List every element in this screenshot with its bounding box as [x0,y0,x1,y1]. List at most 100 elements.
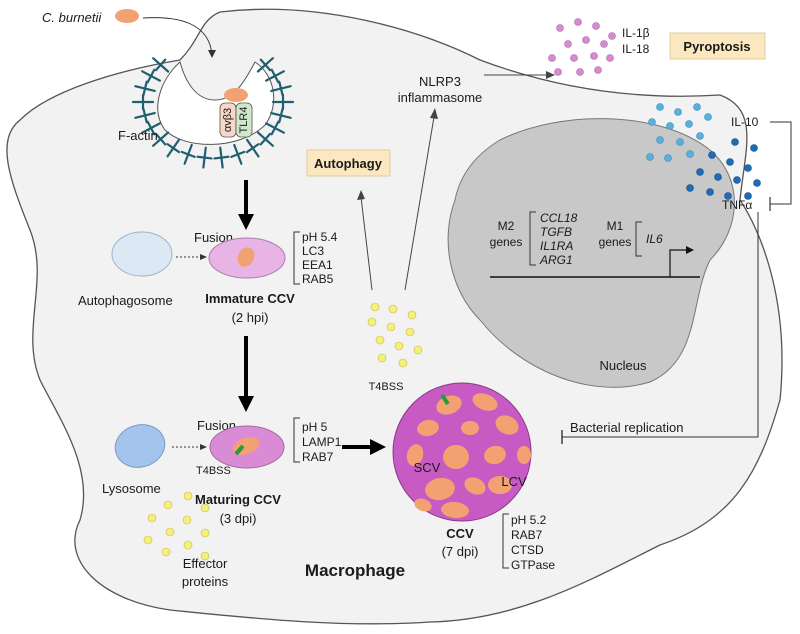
coxiella-bacterium [488,476,512,494]
particle [724,192,732,200]
actin-filament [213,155,230,160]
m1-label-1: M1 [607,219,624,233]
particle [696,168,704,176]
particle [367,317,377,327]
ccv-time-label: (7 dpi) [442,544,479,559]
particle [200,503,210,513]
t4bss-ccv [440,393,450,406]
autophagy-label: Autophagy [314,156,383,171]
particle [592,22,600,30]
particle [706,188,714,196]
m1-bracket [635,221,642,257]
particle [143,535,153,545]
marker-item: pH 5.2 [511,513,547,527]
marker-item: pH 5.4 [302,230,338,244]
bracket-ccv [502,513,509,569]
marker-item: RAB7 [302,450,334,464]
particle [165,527,175,537]
particle [413,345,423,355]
nlrp3-label-1: NLRP3 [419,74,461,89]
actin-filament [180,150,196,158]
actin-filament [230,150,246,158]
tnfa-cytokine-dots [686,138,761,200]
bacterium-immature [237,247,255,267]
particle [200,551,210,561]
lcv-label: LCV [501,474,527,489]
actin-filament [142,107,148,124]
f-actin-label: F-actin [118,128,158,143]
lysosome [114,424,166,468]
arrow-to-autophagy-head [357,190,365,200]
autophagy-tag [306,149,391,177]
particle [666,122,674,130]
particle [656,136,664,144]
ccv-bacteria [406,393,531,519]
particle [407,310,417,320]
particle [750,144,758,152]
particle [147,513,157,523]
tnfa-label: TNFα [722,198,752,212]
actin-filament [196,155,213,160]
particle [685,120,693,128]
coxiella-bacterium [425,477,455,501]
particle [574,18,582,26]
particle [733,176,741,184]
arrow-to-immature-head [238,214,254,230]
marker-item: pH 5 [302,420,328,434]
actin-filament [142,80,148,97]
il10-label: IL-10 [731,115,759,129]
il1-cytokine-dots [548,18,616,76]
particle [394,341,404,351]
il10-inhibition [770,121,792,205]
marker-item: TGFB [540,225,572,239]
marker-item: RAB7 [511,528,543,542]
particle [375,335,385,345]
particle [161,547,171,557]
marker-item: RAB5 [302,272,334,286]
autophagosome-label: Autophagosome [78,293,173,308]
coxiella-bacterium [441,501,469,519]
particle [656,103,664,111]
particle [676,138,684,146]
tnf-inhibition [562,212,759,438]
particle [708,151,716,159]
coxiella-bacterium [472,393,498,411]
particle [183,540,193,550]
particle [398,358,408,368]
marker-item: LAMP1 [302,435,342,449]
particle [163,500,173,510]
particle [606,54,614,62]
particle [183,491,193,501]
particle [648,118,656,126]
immature-time-label: (2 hpi) [232,310,269,325]
particle [570,54,578,62]
fusion-label-1: Fusion [194,230,233,245]
coxiella-bacterium [495,415,519,435]
actin-filament [259,58,272,72]
actin-filament [259,132,272,146]
nlrp3-label-2: inflammasome [398,90,483,105]
particle [576,68,584,76]
arrow-to-maturing-head [238,396,254,412]
lysosome-label: Lysosome [102,481,161,496]
t4bss-maturing [234,444,245,456]
actin-filament [278,80,284,97]
particle [744,192,752,200]
particle [646,153,654,161]
particle [726,158,734,166]
effector-proteins-dots [143,491,210,561]
particle [714,173,722,181]
arrow-to-nlrp3-head [430,108,438,119]
particle [731,138,739,146]
integrin-label: αvβ3 [222,108,234,132]
coxiella-bacterium [484,445,506,465]
bracket-maturing [293,417,300,463]
particle [696,132,704,140]
m1-label-2: genes [599,235,632,249]
bacterium-bound [224,88,248,102]
m1-gene-list: IL6 [646,232,663,246]
marker-item: GTPase [511,558,555,572]
t4bss-label-1: T4BSS [196,465,231,477]
